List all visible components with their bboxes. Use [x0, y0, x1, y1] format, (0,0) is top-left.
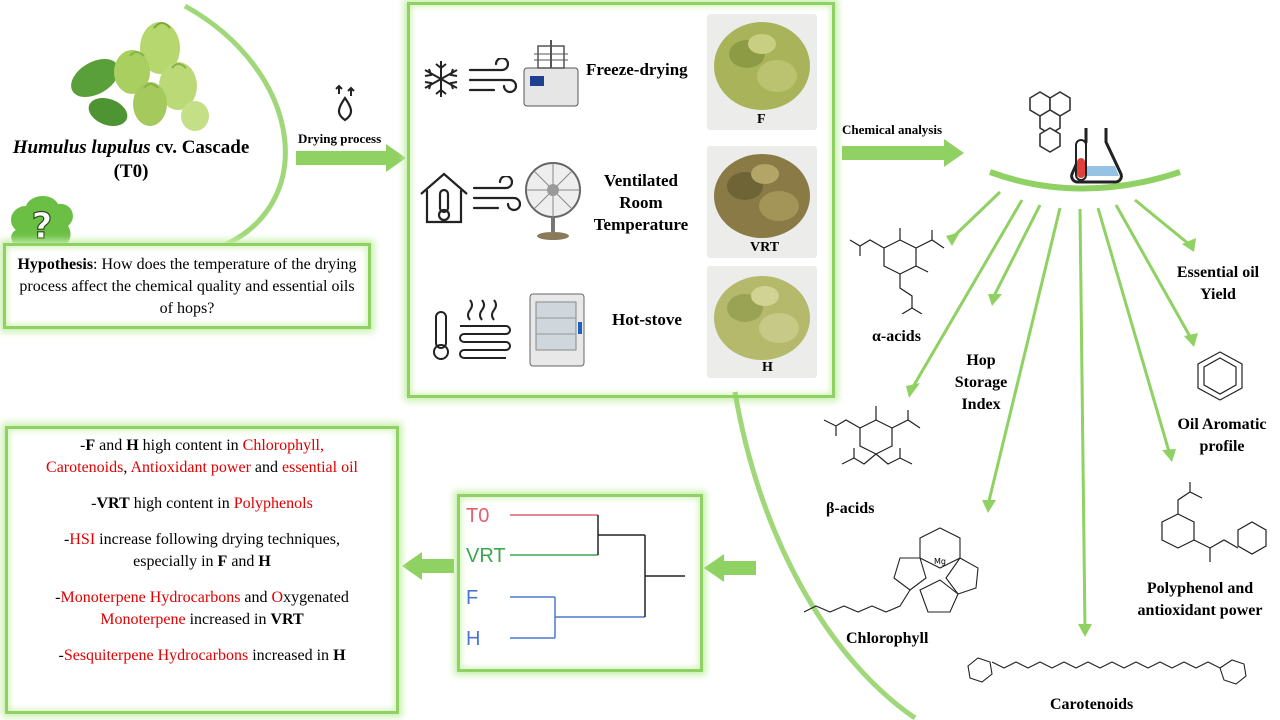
sample-code: (T0)	[113, 161, 149, 182]
alpha-acids-label: α-acids	[872, 328, 921, 345]
heat-thermometer-icon	[433, 299, 511, 360]
sample-code-F: F	[757, 112, 766, 127]
cultivar-name: cv. Cascade	[150, 137, 250, 158]
freeze-dried-sample-photo	[707, 14, 817, 130]
sample-code-VRT: VRT	[750, 240, 780, 255]
oil-aromatic-profile-label: Oil Aromatic profile	[1177, 416, 1267, 455]
method-label-freeze: Freeze-drying	[586, 60, 688, 79]
question-icon: ?	[11, 195, 73, 255]
drying-arrow-shaft	[296, 151, 388, 165]
dendro-label-VRT: VRT	[466, 545, 506, 567]
sample-title: Humulus lupulus cv. Cascade (T0)	[8, 136, 254, 184]
analysis-arrow-head	[944, 139, 964, 167]
freeze-dryer-icon	[523, 40, 579, 107]
results-arrow-head	[402, 552, 422, 580]
drying-arrow-head	[386, 144, 406, 172]
species-name: Humulus lupulus	[12, 137, 151, 158]
analysis-arrow-shaft	[842, 146, 946, 160]
beta-acids-structure	[823, 406, 921, 465]
hop-cones-illustration	[71, 22, 209, 131]
dendro-label-T0: T0	[466, 505, 490, 527]
wind-icon-2	[472, 176, 522, 212]
svg-text:Mg: Mg	[934, 557, 946, 566]
result-4: -Monoterpene Hydrocarbons and Oxygenated…	[55, 589, 349, 628]
chemical-analysis-label: Chemical analysis	[842, 122, 943, 137]
hypothesis-box: Hypothesis: How does the temperature of …	[3, 243, 371, 329]
result-5: -Sesquiterpene Hydrocarbons increased in…	[58, 647, 346, 664]
result-2: -VRT high content in Polyphenols	[91, 495, 313, 512]
sample-code-H: H	[762, 360, 773, 375]
result-3: -HSI increase following drying technique…	[64, 531, 340, 570]
alpha-acids-structure	[849, 228, 945, 314]
hypothesis-label: Hypothesis	[17, 256, 94, 273]
polyphenol-label: Polyphenol and antioxidant power	[1137, 580, 1263, 619]
svg-text:?: ?	[32, 206, 53, 247]
wind-icon	[468, 58, 518, 94]
aromatic-ring-structure	[1197, 351, 1243, 401]
freeze-dried-hops-image	[714, 22, 810, 110]
chemistry-icon	[1029, 91, 1123, 184]
left-arc	[183, 3, 288, 248]
oven-icon	[529, 293, 585, 367]
hop-storage-index-label: Hop Storage Index	[954, 352, 1008, 413]
dendrogram-box	[457, 494, 703, 672]
chlorophyll-label: Chlorophyll	[846, 630, 929, 647]
results-box: -F and H high content in Chlorophyll,Car…	[5, 426, 399, 714]
method-label-hot: Hot-stove	[612, 310, 682, 329]
vrt-dried-hops-image	[714, 154, 810, 238]
dendro-label-F: F	[466, 587, 479, 609]
drying-process-label: Drying process	[298, 131, 382, 146]
hypothesis-text: : How does the temperature of the drying…	[19, 256, 357, 317]
hot-stove-sample-photo	[707, 266, 817, 378]
house-thermometer-icon	[420, 172, 468, 224]
drying-drop-icon	[335, 84, 355, 122]
result-1: -F and H high content in Chlorophyll,Car…	[46, 437, 358, 476]
method-label-vrt: Ventilated Room Temperature	[593, 171, 689, 234]
dendrogram-tree	[510, 514, 685, 639]
results-arrow-shaft	[420, 559, 454, 573]
polyphenol-structure	[1161, 482, 1267, 562]
essential-oil-yield-label: Essential oil Yield	[1176, 264, 1260, 303]
carotenoids-structure	[967, 657, 1247, 685]
dendro-label-H: H	[466, 628, 481, 650]
vrt-sample-photo	[707, 146, 817, 258]
fan-icon	[525, 162, 581, 240]
chlorophyll-structure: Mg	[803, 527, 979, 613]
beta-acids-label: β-acids	[826, 500, 875, 517]
hot-dried-hops-image	[714, 276, 810, 360]
dendro-arrow-shaft	[722, 561, 756, 575]
carotenoids-label: Carotenoids	[1050, 696, 1134, 713]
snowflake-icon	[424, 61, 458, 97]
dendro-arrow-head	[704, 554, 724, 582]
